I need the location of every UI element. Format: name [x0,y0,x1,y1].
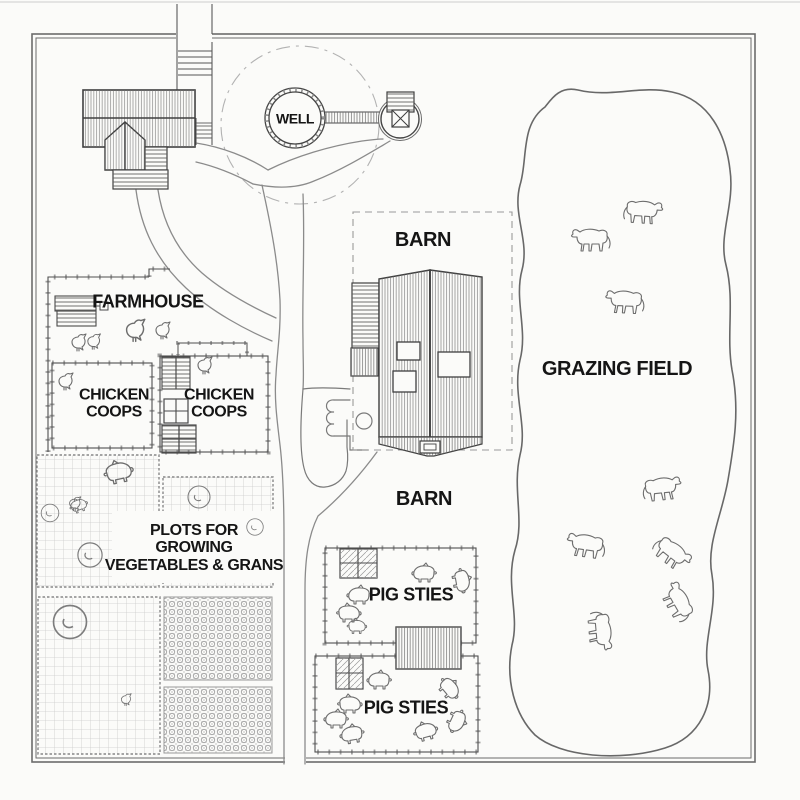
barn-door-inner [423,443,437,451]
driveway-rungs [195,122,213,139]
barn-window [396,341,421,361]
chicken-icon [125,318,146,343]
chicken-coop-left-fence [51,362,153,449]
chicken-icon [87,333,101,350]
pig-icon [337,693,363,714]
pig-sties-label-2: PIG STIES [363,697,449,718]
chicken-coops-left-label: CHICKEN COOPS [78,386,150,421]
pig-icon [410,717,441,744]
well-label: WELL [275,110,315,127]
border-frame [31,29,756,766]
road-from-driveway [195,142,269,171]
barn-area [350,211,513,457]
plots-label: PLOTS FOR GROWING VEGETABLES & GRANS [104,522,284,574]
coop-hutch-panel [175,356,191,390]
yard-shed [54,295,109,327]
yard-scallops [325,399,335,437]
driveway-rails [176,4,213,90]
pig-icon [366,669,392,690]
plots-label-line2: GROWING [155,539,233,557]
farmhouse-porch-hatch [145,147,167,170]
farmhouse-yard-fence [47,268,170,452]
road-to-well [267,138,384,171]
pig-hut-central-hatch [396,627,461,669]
plots-label-line1: PLOTS FOR [150,522,238,540]
barnyard [300,387,373,488]
vegetable-plots [36,454,278,755]
coop-gate-bracket [177,342,248,356]
pig-icon [323,708,349,729]
farmhouse-building [82,4,213,190]
barn-label-top: BARN [394,229,452,252]
barn-window [437,351,471,378]
pump-box-cross [391,109,410,128]
farmhouse-label: FARMHOUSE [92,291,204,312]
coop-hutch-panel [161,356,177,390]
border-gap-driveway [176,29,212,42]
barn-lean-to-hatch [352,283,379,348]
driveway-rungs [178,46,212,78]
well-pipe-hatch [323,112,383,123]
road-from-driveway [195,161,254,185]
barn-lean-to-lower-hatch [351,348,378,376]
road-main-left-edge [261,184,285,765]
well-group [264,87,422,149]
chicken-icon [71,333,87,352]
road-network [135,138,391,765]
yard-feature-circle [355,412,373,430]
road-main-right-edge [302,193,305,390]
plot-crop-2 [163,686,273,754]
pig-icon [346,617,368,634]
grazing-field-label: GRAZING FIELD [541,358,693,381]
road-to-well [252,140,391,188]
pig-icon [346,584,372,605]
well-ring-ticks [265,88,325,148]
border-gap-road [285,754,306,766]
coop-gate-bracket [176,341,249,356]
barn-label-bottom: BARN [395,488,453,511]
road-from-porch [157,189,277,319]
chicken-coop-right-fence [159,355,269,453]
farmhouse-steps-hatch [113,170,168,189]
well-inner [268,91,322,145]
plots-label-line3: VEGETABLES & GRANS [104,556,284,574]
pump-house-roof-hatch [387,92,414,112]
pig-icon [336,602,362,623]
plots-label-backing [112,511,278,583]
road-main-right-edge [304,451,378,765]
road-from-porch [135,189,273,342]
pig-icon [411,562,437,583]
pig-sties-label-1: PIG STIES [368,584,454,605]
barn-door [419,440,441,454]
plot-grid-3 [37,596,161,755]
chicken-coops-right-label: CHICKEN COOPS [183,386,255,421]
barn-window [392,370,417,393]
pig-icon [450,566,475,595]
grazing-field-outline [509,88,737,757]
coop-hutches [161,356,197,454]
chicken-icon [197,356,213,375]
plot-crop-1 [163,596,273,681]
pig-huts [335,548,462,690]
chicken-icon [155,321,171,340]
